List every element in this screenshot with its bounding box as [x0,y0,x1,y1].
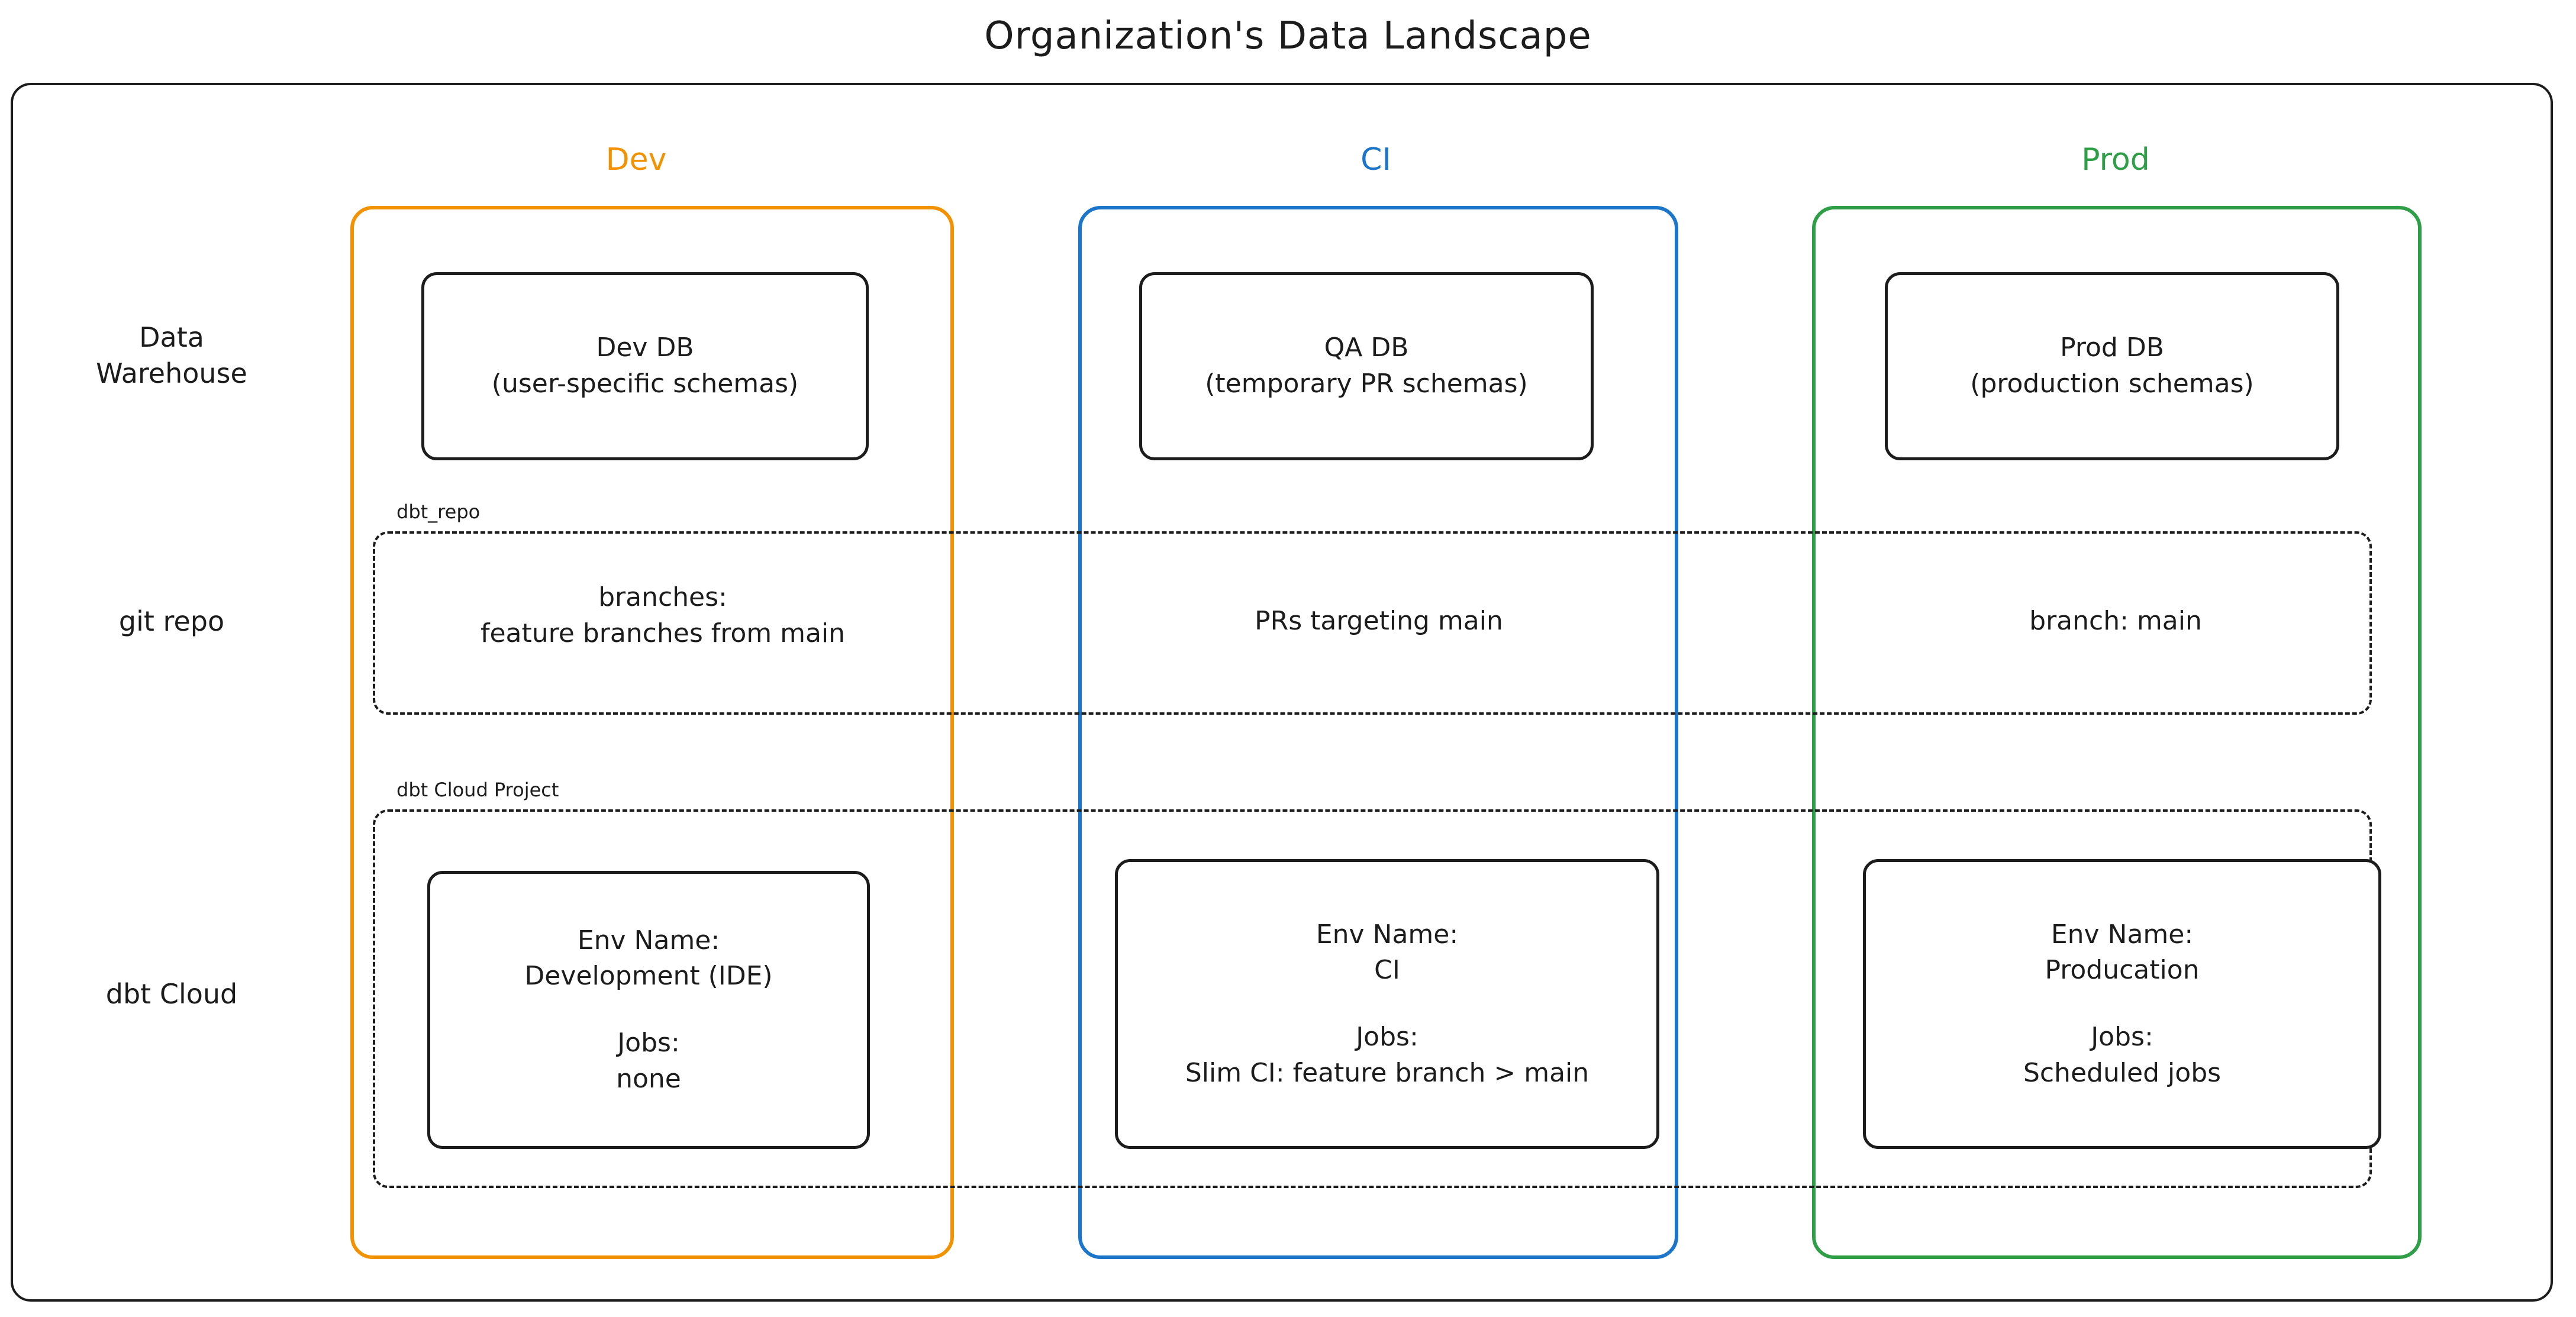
node-dev-env-name-value: Development (IDE) [524,961,773,992]
group-tag-git-repo: dbt_repo [391,501,486,523]
row-label-dbt-cloud: dbt Cloud [24,976,320,1012]
node-ci-jobs-value: Slim CI: feature branch > main [1185,1057,1590,1088]
git-repo-ci-line-1: PRs targeting main [1255,606,1503,636]
node-prod-db-line-2: (production schemas) [1970,369,2254,399]
node-dev-db-line-1: Dev DB [596,333,694,363]
env-column-dev [350,206,954,1259]
git-repo-prod-text: branch: main [1817,603,2414,640]
node-ci-env-name-value: CI [1374,955,1400,986]
git-repo-ci-text: PRs targeting main [1083,603,1675,640]
node-dev-environment[interactable]: Env Name: Development (IDE) Jobs: none [427,871,870,1149]
node-dev-jobs-value: none [616,1063,681,1094]
node-dev-db[interactable]: Dev DB (user-specific schemas) [421,272,869,460]
group-tag-dbt-cloud-project: dbt Cloud Project [391,779,565,801]
node-prod-jobs-label: Jobs: [2091,1022,2153,1052]
node-prod-jobs-value: Scheduled jobs [2023,1057,2222,1088]
git-repo-dev-text: branches: feature branches from main [379,580,947,651]
env-column-prod [1812,206,2422,1259]
node-qa-db-line-1: QA DB [1324,333,1409,363]
column-header-prod: Prod [2081,142,2150,177]
node-ci-environment[interactable]: Env Name: CI Jobs: Slim CI: feature bran… [1115,859,1659,1149]
git-repo-dev-line-2: feature branches from main [480,618,846,648]
node-prod-env-name-value: Producation [2045,955,2200,986]
git-repo-prod-line-1: branch: main [2029,606,2202,636]
diagram-outer-frame [11,83,2553,1302]
env-column-ci [1078,206,1678,1259]
page-title: Organization's Data Landscape [984,14,1592,58]
group-git-repo [373,531,2372,715]
row-label-line-1: git repo [118,605,225,637]
node-dev-env-name-label: Env Name: [577,925,720,956]
node-qa-db-line-2: (temporary PR schemas) [1205,369,1528,399]
node-ci-jobs-label: Jobs: [1356,1022,1418,1052]
row-label-line-2: Warehouse [96,357,247,389]
row-label-line-1: dbt Cloud [105,978,238,1010]
row-label-line-1: Data [139,321,204,353]
node-ci-env-name-label: Env Name: [1316,919,1459,950]
row-label-data-warehouse: Data Warehouse [24,319,320,391]
column-header-dev: Dev [605,142,667,177]
node-dev-db-line-2: (user-specific schemas) [491,369,799,399]
node-dev-jobs-label: Jobs: [617,1028,680,1058]
row-label-git-repo: git repo [24,603,320,640]
node-prod-environment[interactable]: Env Name: Producation Jobs: Scheduled jo… [1863,859,2381,1149]
node-qa-db[interactable]: QA DB (temporary PR schemas) [1139,272,1594,460]
node-prod-db-line-1: Prod DB [2060,333,2164,363]
git-repo-dev-line-1: branches: [598,582,727,612]
node-prod-env-name-label: Env Name: [2051,919,2194,950]
column-header-ci: CI [1360,142,1391,177]
node-prod-db[interactable]: Prod DB (production schemas) [1885,272,2339,460]
